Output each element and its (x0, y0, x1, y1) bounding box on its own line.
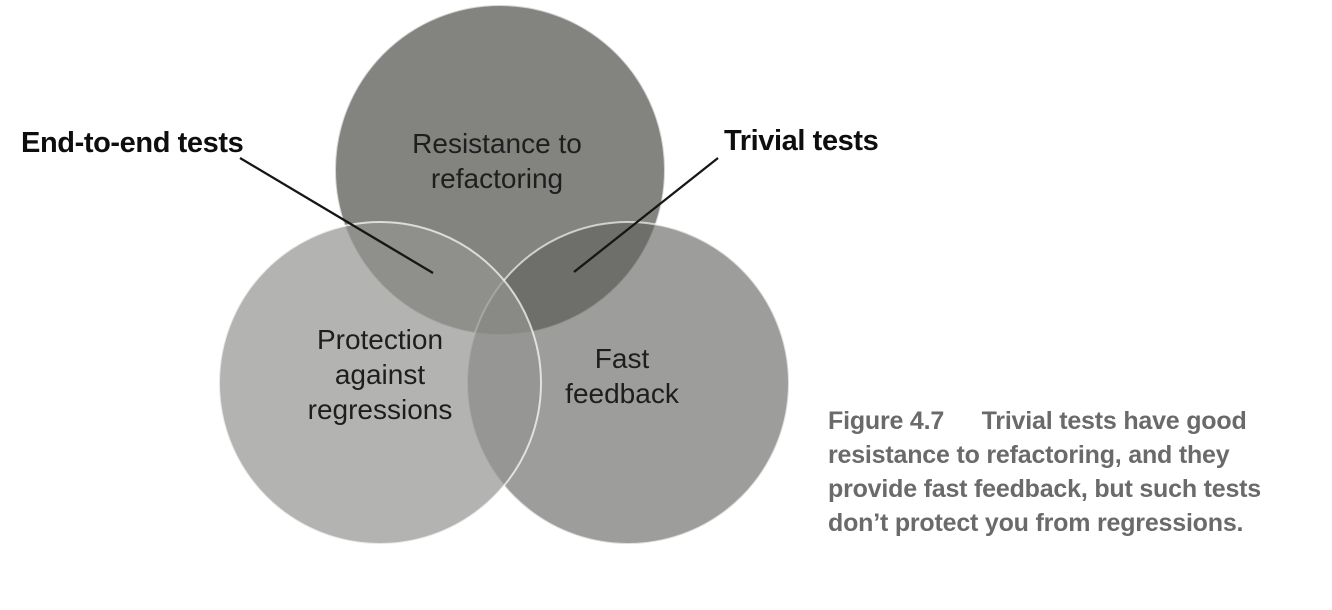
circle-label-line: against (334, 359, 426, 390)
figure-caption-line-3: provide fast feedback, but such tests (828, 475, 1261, 503)
callout-line-trivial-tests (573, 157, 719, 273)
figure-caption-line-1: Figure 4.7 Trivial tests have good (828, 404, 1261, 438)
circle-label-line: Resistance to (412, 128, 582, 159)
circle-protection-against-regressions (218, 221, 542, 545)
figure-caption-line-2: resistance to refactoring, and they (828, 441, 1230, 469)
circle-label-protection-against-regressions: Protection against regressions (230, 322, 530, 427)
circle-label-line: refactoring (430, 163, 564, 194)
callout-line-end-to-end-tests (239, 157, 434, 274)
figure-caption-line-4: don’t protect you from regressions. (828, 509, 1244, 537)
figure-caption: Figure 4.7 Trivial tests have good resist… (828, 404, 1261, 540)
circle-label-line: feedback (565, 378, 679, 409)
circle-label-line: Protection (316, 324, 444, 355)
callout-label-end-to-end-tests: End-to-end tests (21, 127, 244, 159)
circle-label-fast-feedback: Fast feedback (472, 341, 772, 411)
figure-caption-number: Figure 4.7 (828, 407, 945, 435)
callout-label-trivial-tests: Trivial tests (724, 125, 879, 157)
circle-label-line: regressions (307, 394, 453, 425)
figure-caption-line-1-text: Trivial tests have good (981, 407, 1247, 435)
circle-label-resistance-to-refactoring: Resistance to refactoring (347, 126, 647, 196)
circle-label-line: Fast (594, 343, 650, 374)
